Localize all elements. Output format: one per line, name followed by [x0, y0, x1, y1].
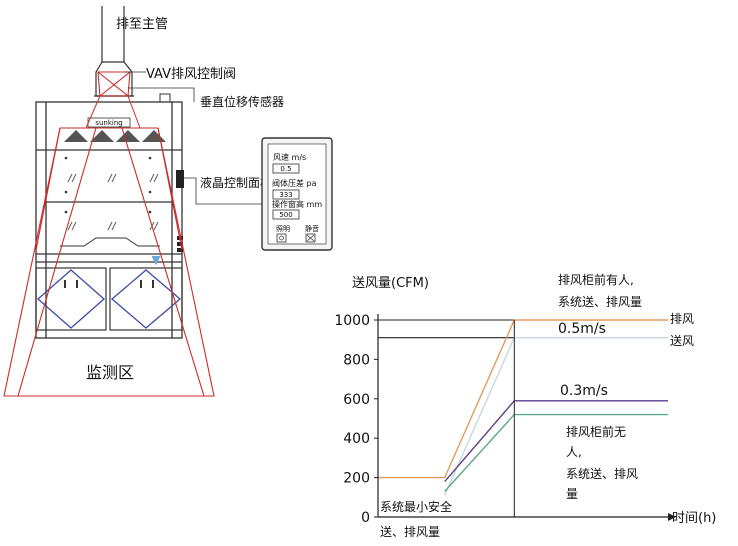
- hood-cabinet: [35, 101, 183, 339]
- cabinet-handles: [64, 280, 154, 288]
- lightbulb-icon: [279, 235, 284, 241]
- panel-label: 液晶控制面板: [200, 175, 272, 190]
- sensor-label: 垂直位移传感器: [200, 94, 284, 109]
- sensor-drip-icon: [151, 255, 161, 266]
- reference-lines: [378, 319, 515, 339]
- series-line-0: [378, 319, 668, 479]
- vav-cone: [85, 95, 141, 129]
- brand-label: sunking: [95, 119, 122, 127]
- mute-button[interactable]: [305, 233, 316, 243]
- y-tick-label-1: 200: [343, 471, 370, 487]
- x-axis-arrow: [668, 513, 676, 521]
- height-label: 操作窗高 mm: [272, 199, 322, 209]
- hood-dots: [64, 156, 152, 214]
- velocity-value: 0.5: [280, 165, 291, 173]
- sensor-leader: [128, 87, 195, 102]
- height-value: 500: [279, 211, 292, 219]
- annotation-speed-low: 0.3m/s: [560, 383, 608, 399]
- annotation-occupied-line1: 排风柜前有人,: [558, 272, 634, 287]
- y-tick-label-2: 400: [343, 431, 370, 447]
- annotation-exhaust: 排风: [670, 312, 694, 326]
- light-button[interactable]: [276, 233, 287, 243]
- pressure-label: 阀体压差 pa: [272, 178, 317, 188]
- panel-mount: [176, 170, 184, 188]
- chart-axes: [377, 314, 676, 521]
- chart-xlabel: 时间(h): [672, 511, 716, 526]
- y-tick-label-5: 1000: [334, 313, 370, 329]
- velocity-box: [272, 163, 300, 174]
- airflow-chart: 送风量(CFM) 0 200 400 600 800 1000 时间(h) 排风柜前有人,…: [334, 272, 716, 539]
- height-box: [272, 209, 300, 220]
- light-button-label: 照明: [276, 225, 290, 233]
- annotation-unoccupied-line2: 人,: [566, 445, 582, 459]
- velocity-label: 风速 m/s: [273, 153, 306, 162]
- pressure-box: [272, 189, 300, 200]
- vav-valve: [97, 71, 131, 97]
- mute-icon: [306, 234, 315, 242]
- lcd-control-panel: 风速 m/s 0.5 阀体压差 pa 333 操作窗高 mm 500 照明 静音: [261, 137, 333, 251]
- duct-label: 排至主管: [116, 17, 168, 32]
- annotation-speed-high: 0.5m/s: [558, 321, 606, 337]
- side-switch-3: [177, 248, 183, 252]
- y-tick-label-4: 800: [343, 352, 370, 368]
- annotation-unoccupied-line1: 排风柜前无: [566, 424, 626, 439]
- annotation-unoccupied-line3: 系统送、排风: [566, 466, 638, 481]
- annotation-unoccupied-line4: 量: [566, 487, 578, 501]
- annotation-minimum-line1: 系统最小安全: [380, 499, 452, 514]
- cabinet-diamonds: [37, 269, 182, 329]
- chart-ylabel: 送风量(CFM): [352, 276, 429, 291]
- monitoring-zone-outline: [3, 127, 215, 397]
- valve-label: VAV排风控制阀: [146, 67, 236, 82]
- y-tick-labels: 0 200 400 600 800 1000: [334, 313, 378, 526]
- annotation-occupied-line2: 系统送、排风量: [558, 294, 642, 309]
- fume-hood-illustration: sunking: [3, 6, 262, 397]
- sash-glass-marks: [67, 173, 159, 231]
- mute-button-label: 静音: [305, 224, 319, 233]
- y-tick-label-3: 600: [343, 392, 370, 408]
- baffle-vents: [64, 130, 166, 142]
- annotation-minimum-line2: 送、排风量: [380, 524, 440, 539]
- work-surface: [60, 237, 160, 247]
- panel-leader: [184, 177, 262, 205]
- sensor-box: [159, 93, 171, 103]
- lower-cabinets: [35, 267, 183, 331]
- side-switch-2: [177, 242, 183, 246]
- monitoring-zone-label: 监测区: [86, 363, 134, 382]
- pressure-value: 333: [279, 191, 292, 199]
- y-tick-label-0: 0: [361, 510, 370, 526]
- annotation-supply: 送风: [670, 333, 694, 348]
